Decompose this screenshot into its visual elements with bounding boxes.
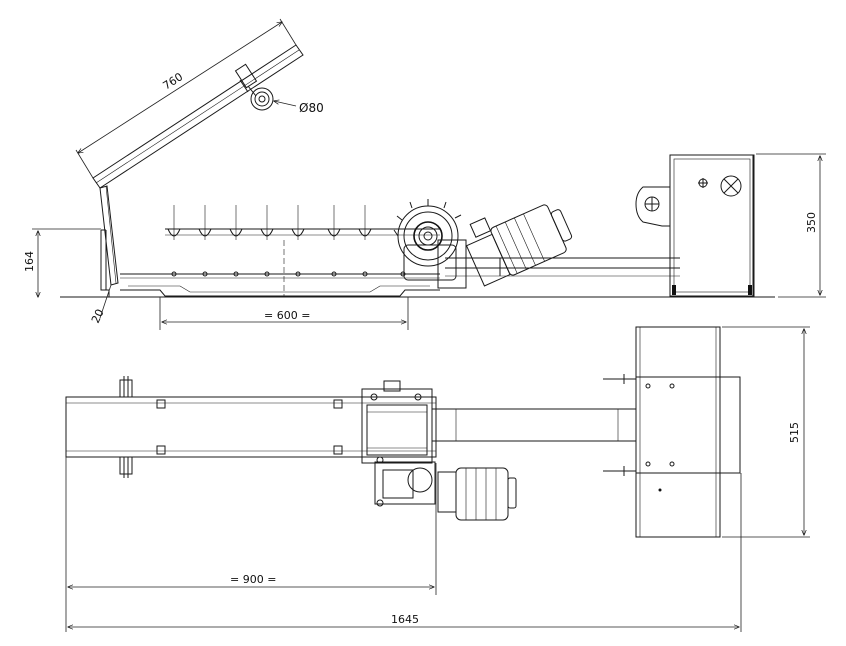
dim-plan-width: 515: [788, 422, 801, 443]
inclined-chute: [92, 44, 304, 189]
flight-ticks: [167, 205, 372, 240]
box-plan: [603, 326, 741, 538]
connecting-arm: [431, 408, 637, 442]
mounting-bracket: [635, 186, 670, 227]
motor-plan: [437, 467, 517, 521]
dim-flight-spacing: = 600 =: [264, 309, 310, 322]
gearbox-motor: [465, 204, 573, 287]
motor-box: [669, 154, 755, 297]
support-leg: [99, 185, 119, 286]
dim-motor-box-height: 350: [805, 212, 818, 233]
conveyor-plan: [65, 376, 437, 478]
dim-roller-diameter: Ø80: [299, 101, 324, 115]
dimension-lines: [32, 18, 826, 632]
dim-chute-length: 760: [161, 70, 186, 92]
trough-frame: [100, 228, 680, 297]
roller-circle: [250, 87, 274, 111]
top-view: [65, 326, 741, 538]
dim-conveyor-length: = 900 =: [230, 573, 276, 586]
bolt-dots: [171, 271, 406, 277]
drive-plan: [361, 380, 436, 507]
drive-sprocket: [393, 199, 467, 289]
dim-overall-length: 1645: [391, 613, 419, 626]
dim-angle-offset: 20: [89, 307, 107, 325]
dim-side-height: 164: [23, 251, 36, 272]
dimension-labels: 760 Ø80 164 20 = 600 = 350 515 = 900 = 1…: [23, 70, 818, 626]
